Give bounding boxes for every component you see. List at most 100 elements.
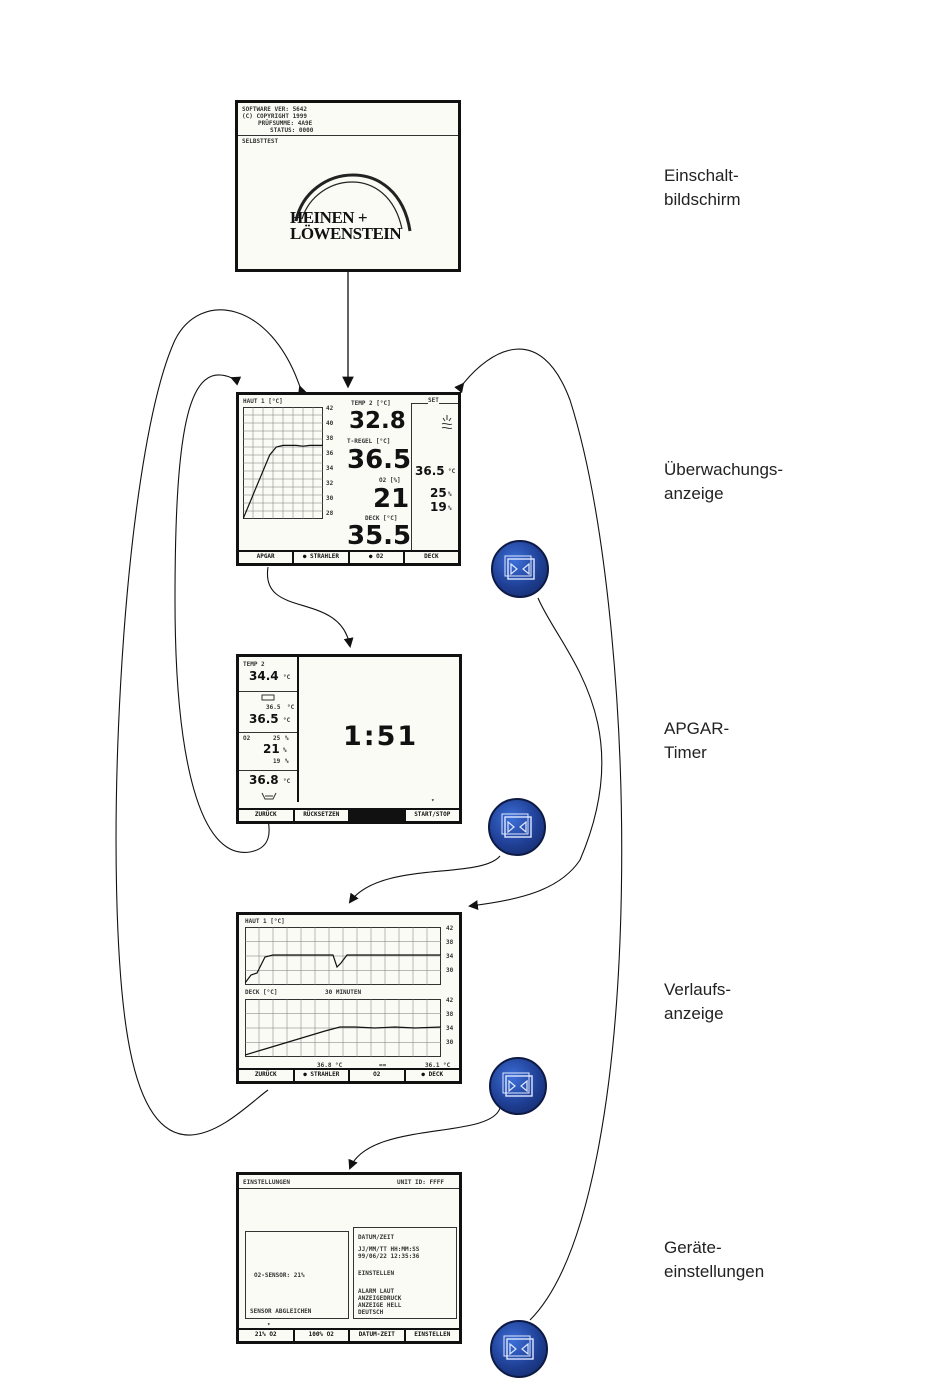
- option-3[interactable]: ANZEIGE HELL: [358, 1302, 402, 1309]
- apgar-softkeys: ZURÜCK RÜCKSETZEN START/STOP: [239, 808, 459, 821]
- softkey-trend-deck[interactable]: ● DECK: [421, 1071, 444, 1078]
- softkey-zurueck[interactable]: ZURÜCK: [239, 810, 295, 821]
- caption-monitoring: Überwachungs- anzeige: [664, 460, 784, 503]
- tregel-label: T-REGEL [°C]: [347, 438, 391, 445]
- apgar-left-panel: TEMP 2 34.4 °C 36.5 °C 36.5 °C O2 25 % 2…: [239, 657, 299, 802]
- y-tick-label: 36: [326, 450, 334, 457]
- settings-softkeys: 21% O2 100% O2 DATUM-ZEIT EINSTELLEN: [239, 1328, 459, 1341]
- select-marker-icon: ▾: [267, 1321, 271, 1328]
- screens-icon: [501, 813, 532, 838]
- softkey-deck[interactable]: DECK: [424, 553, 439, 560]
- trend-chart-deck: [245, 999, 441, 1057]
- o2-value: 21: [373, 484, 410, 514]
- trend2-tick-label: 30: [446, 1039, 454, 1046]
- option-4[interactable]: DEUTSCH: [358, 1309, 384, 1316]
- trend-chart1-title: HAUT 1 [°C]: [245, 918, 285, 925]
- apgar-temp2-label: TEMP 2: [243, 661, 265, 668]
- softkey-ruecksetzen[interactable]: RÜCKSETZEN: [295, 810, 350, 821]
- software-version: SOFTWARE VER: 5642: [242, 106, 308, 113]
- date-format: JJ/MM/TT HH:MM:SS: [358, 1246, 420, 1253]
- y-tick-label: 40: [326, 420, 334, 427]
- apgar-temp2-value: 34.4: [249, 669, 279, 683]
- settings-title: EINSTELLUNGEN: [243, 1179, 290, 1186]
- trend2-tick-label: 34: [446, 1025, 454, 1032]
- screens-icon: [504, 555, 535, 580]
- apgar-set-value: 36.5: [249, 712, 279, 726]
- side-unit-2: %: [448, 505, 452, 512]
- copyright: (C) COPYRIGHT 1999: [242, 113, 308, 120]
- softkey-strahler[interactable]: ● STRAHLER: [294, 552, 350, 563]
- arrow-apgar-nav-to-trend: [348, 855, 501, 904]
- trend2-tick-label: 38: [446, 1011, 454, 1018]
- trend2-tick-label: 42: [446, 997, 454, 1004]
- logo-arc-icon: [294, 173, 412, 232]
- softkey-100-o2[interactable]: 100% O2: [295, 1330, 350, 1341]
- status: STATUS: 0000: [270, 127, 314, 134]
- trend-duration: 30 MINUTEN: [325, 989, 362, 996]
- heater-small-icon: [261, 694, 275, 701]
- softkey-21-o2[interactable]: 21% O2: [239, 1330, 295, 1341]
- softkey-start-stop[interactable]: START/STOP: [414, 811, 451, 818]
- checksum: PRÜFSUMME: 4A9E: [258, 120, 313, 127]
- side-temp-unit: °C: [448, 468, 456, 475]
- apgar-o2-set: 25: [273, 735, 281, 742]
- logo-line-1: HEINEN +: [290, 208, 368, 227]
- bed-icon: [261, 792, 277, 800]
- caption-settings: Geräte- einstellungen: [664, 1238, 765, 1281]
- monitoring-softkeys: APGAR ● STRAHLER ● O2 DECK: [239, 550, 458, 563]
- arrow-monitoring-nav-to-trend: [468, 597, 603, 910]
- apgar-unit-1: °C: [283, 674, 291, 681]
- unit-id: UNIT ID: FFFF: [397, 1179, 444, 1186]
- screen-toggle-button-apgar[interactable]: [488, 798, 546, 856]
- trend1-tick-label: 34: [446, 953, 454, 960]
- trend-chart-skin: [245, 927, 441, 985]
- date-value: 99/06/22 12:35:36: [358, 1253, 420, 1260]
- screens-icon: [502, 1072, 533, 1097]
- option-2[interactable]: ANZEIGEDRUCK: [358, 1295, 402, 1302]
- caption-apgar: APGAR- Timer: [664, 719, 730, 762]
- y-tick-label: 34: [326, 465, 334, 472]
- option-1[interactable]: ALARM LAUT: [358, 1288, 395, 1295]
- side-val-1: 25: [430, 486, 447, 500]
- chart-title: HAUT 1 [°C]: [243, 398, 283, 405]
- logo-line-2: LÖWENSTEIN: [290, 224, 402, 243]
- arrow-trend-nav-to-settings: [348, 1107, 501, 1170]
- y-tick-label: 30: [326, 495, 334, 502]
- side-temp: 36.5: [415, 464, 445, 478]
- softkey-trend-zurueck[interactable]: ZURÜCK: [239, 1070, 295, 1081]
- side-unit-1: %: [448, 491, 452, 498]
- series-line: [245, 954, 441, 984]
- trend-chart2-title: DECK [°C]: [245, 989, 278, 996]
- series-line: [245, 1026, 441, 1056]
- softkey-apgar[interactable]: APGAR: [239, 552, 295, 563]
- apgar-set-small: 36.5: [266, 704, 281, 711]
- screen-toggle-button-trend[interactable]: [489, 1057, 547, 1115]
- arrow-monitoring-to-apgar: [267, 566, 354, 648]
- side-label: SET: [428, 397, 439, 404]
- settings-subtitle: EINSTELLEN: [358, 1270, 395, 1277]
- softkey-trend-o2[interactable]: O2: [350, 1070, 406, 1081]
- screen-toggle-button-monitoring[interactable]: [491, 540, 549, 598]
- screen-toggle-button-settings[interactable]: [490, 1320, 548, 1378]
- apgar-o2-label: O2: [243, 735, 251, 742]
- divider: [238, 135, 458, 136]
- heater-icon: [441, 415, 453, 430]
- apgar-deck-value: 36.8: [249, 773, 279, 787]
- caption-trend: Verlaufs- anzeige: [664, 980, 732, 1023]
- softkey-o2[interactable]: ● O2: [350, 552, 405, 563]
- softkey-datum-zeit[interactable]: DATUM-ZEIT: [350, 1330, 406, 1341]
- softkey-einstellen[interactable]: EINSTELLEN: [414, 1331, 451, 1338]
- settings-screen: EINSTELLUNGEN UNIT ID: FFFF O2-SENSOR: 2…: [236, 1172, 462, 1344]
- trend1-tick-label: 38: [446, 939, 454, 946]
- series-line: [243, 444, 323, 519]
- selftest-label: SELBSTTEST: [242, 138, 279, 145]
- trend1-tick-label: 30: [446, 967, 454, 974]
- trend1-tick-label: 42: [446, 925, 454, 932]
- sensor-calibrate[interactable]: SENSOR ABGLEICHEN: [250, 1308, 312, 1315]
- apgar-unit-3: °C: [283, 717, 291, 724]
- screens-icon: [503, 1335, 534, 1360]
- y-tick-label: 28: [326, 510, 334, 517]
- trend-footer-mid: ==: [379, 1062, 387, 1069]
- softkey-trend-strahler[interactable]: ● STRAHLER: [295, 1070, 350, 1081]
- trend-screen: HAUT 1 [°C] DECK [°C] 30 MINUTEN 42 38 34 3…: [236, 912, 462, 1084]
